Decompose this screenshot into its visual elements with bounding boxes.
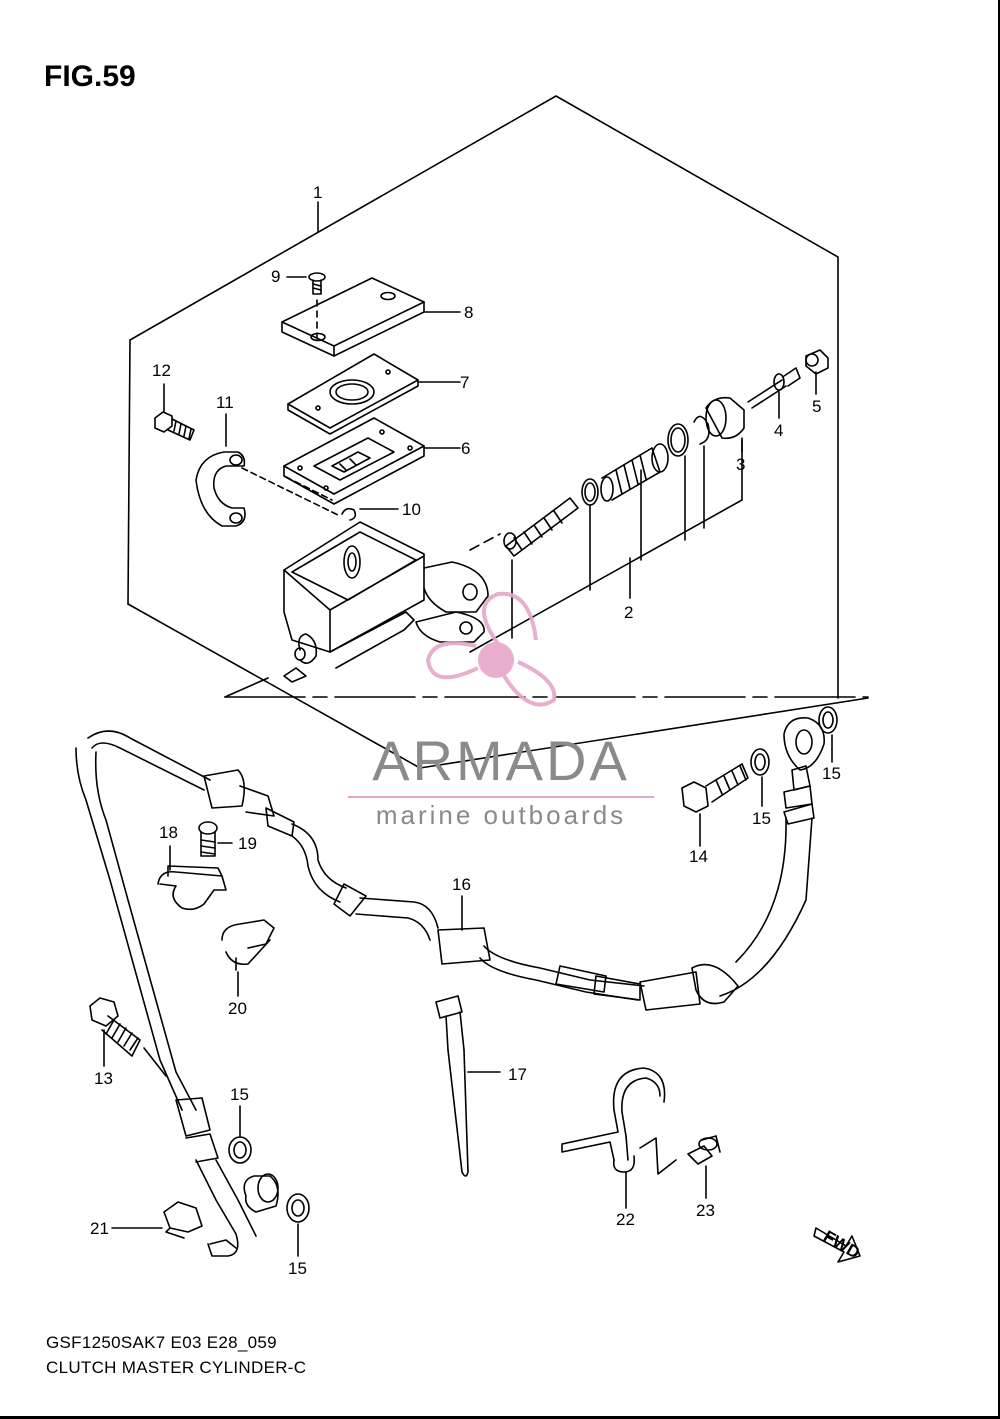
callout-14: 14 <box>689 847 708 866</box>
callout-5: 5 <box>812 397 821 416</box>
diaphragm-part <box>283 417 425 505</box>
callout-8: 8 <box>464 303 473 322</box>
callout-21: 21 <box>90 1219 109 1238</box>
piston-set-part <box>503 423 689 639</box>
callout-18: 18 <box>159 823 178 842</box>
clutch-hose-part <box>75 717 825 1257</box>
fwd-arrow-icon <box>813 1227 861 1263</box>
diagram-subtitle: CLUTCH MASTER CYLINDER-C <box>46 1358 307 1377</box>
union-bolt-part <box>681 763 749 813</box>
clip-part <box>241 467 357 521</box>
callout-10: 10 <box>402 500 421 519</box>
screw-part <box>308 272 326 341</box>
figure-title: FIG.59 <box>44 60 136 93</box>
callout-2: 2 <box>624 603 633 622</box>
nut-part <box>805 349 829 375</box>
callout-20: 20 <box>228 999 247 1018</box>
clamp-part <box>157 821 227 911</box>
watermark-brand: ARMADA <box>372 729 630 792</box>
callout-4: 4 <box>774 421 783 440</box>
model-code: GSF1250SAK7 E03 E28_059 <box>46 1333 277 1352</box>
callout-16: 16 <box>452 875 471 894</box>
callout-19: 19 <box>238 834 257 853</box>
callout-6: 6 <box>461 439 470 458</box>
callout-9: 9 <box>271 267 280 286</box>
hose-clip-part <box>221 919 275 971</box>
bolt-part <box>154 411 195 441</box>
reservoir-cap-part <box>281 277 425 357</box>
leader-lines <box>103 201 833 1257</box>
clamp-21-part <box>111 1201 203 1239</box>
callout-7: 7 <box>460 373 469 392</box>
callout-11: 11 <box>216 393 234 412</box>
watermark-divider <box>348 796 654 798</box>
callout-13: 13 <box>94 1069 113 1088</box>
wire-clamp-part <box>561 1067 721 1175</box>
callout-1: 1 <box>313 183 322 202</box>
boot-part <box>469 396 745 653</box>
frame-border-bottom <box>0 1416 1000 1419</box>
callout-23: 23 <box>696 1201 715 1220</box>
propeller-logo-icon <box>425 591 557 707</box>
frame-border-right <box>998 0 1000 1419</box>
callout-3: 3 <box>736 455 745 474</box>
holder-clamp-part <box>195 451 246 527</box>
push-rod-part <box>747 367 801 409</box>
watermark-tagline: marine outboards <box>375 800 627 830</box>
gasket-part <box>228 706 838 1223</box>
callout-12: 12 <box>152 361 171 380</box>
callout-15-a: 15 <box>752 809 771 828</box>
callout-15-d: 15 <box>288 1259 307 1278</box>
callout-15-c: 15 <box>230 1085 249 1104</box>
assembly-outline <box>127 95 869 769</box>
bolt-13-part <box>89 997 167 1077</box>
callout-17: 17 <box>508 1065 527 1084</box>
master-cylinder-body <box>283 521 501 683</box>
callout-22: 22 <box>616 1210 635 1229</box>
cable-tie-part <box>435 995 501 1177</box>
diaphragm-plate-part <box>287 353 419 435</box>
callout-15-b: 15 <box>822 764 841 783</box>
